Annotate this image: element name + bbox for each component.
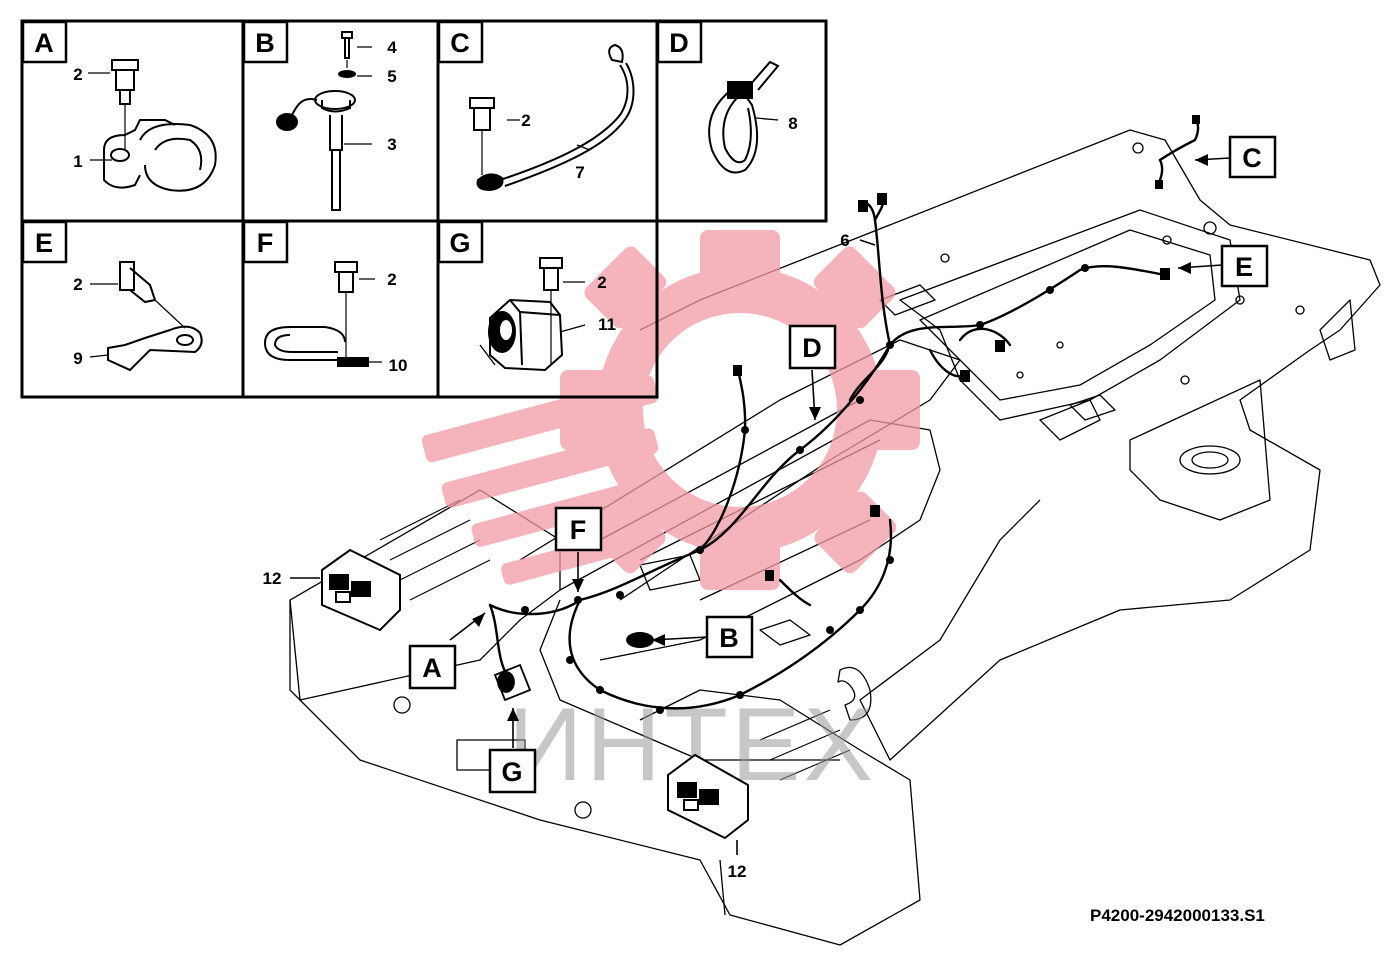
panel-g-drawing <box>479 257 586 372</box>
panel-c-letter: C <box>450 28 470 58</box>
detail-panels-grid: A B C D E F G 2 1 <box>20 19 828 399</box>
panel-f-part-2: 2 <box>387 270 396 289</box>
panel-e-part-9: 9 <box>73 349 82 368</box>
panel-g-letter: G <box>449 228 470 258</box>
panel-d-part-8: 8 <box>788 114 797 133</box>
callout-lamp-left-number: 12 <box>263 569 282 588</box>
panel-e-drawing <box>89 261 203 372</box>
panel-f-drawing <box>263 261 382 367</box>
panel-b-drawing <box>276 31 372 211</box>
panel-f-letter: F <box>257 228 274 258</box>
panel-f-part-10: 10 <box>389 356 408 375</box>
callout-e: E <box>1235 252 1253 282</box>
callout-a: A <box>422 653 442 683</box>
watermark-gear <box>421 230 920 590</box>
panel-a-letter: A <box>34 28 54 58</box>
panel-d-drawing <box>708 60 780 174</box>
panel-g-part-2: 2 <box>597 273 606 292</box>
callout-f: F <box>570 515 587 545</box>
panel-c-drawing <box>469 43 635 192</box>
callout-b: B <box>719 623 739 653</box>
panel-e-part-2: 2 <box>73 275 82 294</box>
panel-g-part-11: 11 <box>598 315 616 334</box>
panel-b-part-3: 3 <box>387 135 396 154</box>
callout-lamp-right-number: 12 <box>728 862 747 881</box>
panel-b-part-5: 5 <box>387 67 396 86</box>
callout-c: C <box>1242 143 1262 173</box>
panel-e-letter: E <box>35 228 53 258</box>
panel-a-part-1: 1 <box>73 152 82 171</box>
panel-b-part-4: 4 <box>387 38 397 57</box>
travel-alarm <box>493 663 532 702</box>
harness-connectors <box>521 115 1200 714</box>
rear-lamp-right <box>667 753 749 840</box>
main-callouts: C E D F B A G 6 12 12 <box>263 135 1277 881</box>
panel-a-drawing <box>88 59 217 192</box>
panel-b-letter: B <box>255 28 275 58</box>
fuel-sender <box>626 632 654 648</box>
panel-c-part-7: 7 <box>575 163 584 182</box>
callout-harness-number: 6 <box>840 231 849 250</box>
wiring-harness <box>488 116 1200 710</box>
callout-g: G <box>501 757 522 787</box>
panel-a-part-2: 2 <box>73 65 82 84</box>
panel-d-letter: D <box>669 28 689 58</box>
callout-d: D <box>802 333 822 363</box>
drawing-code: P4200-2942000133.S1 <box>1090 906 1265 925</box>
rear-lamp-left <box>321 548 401 632</box>
panel-c-part-2: 2 <box>521 111 530 130</box>
